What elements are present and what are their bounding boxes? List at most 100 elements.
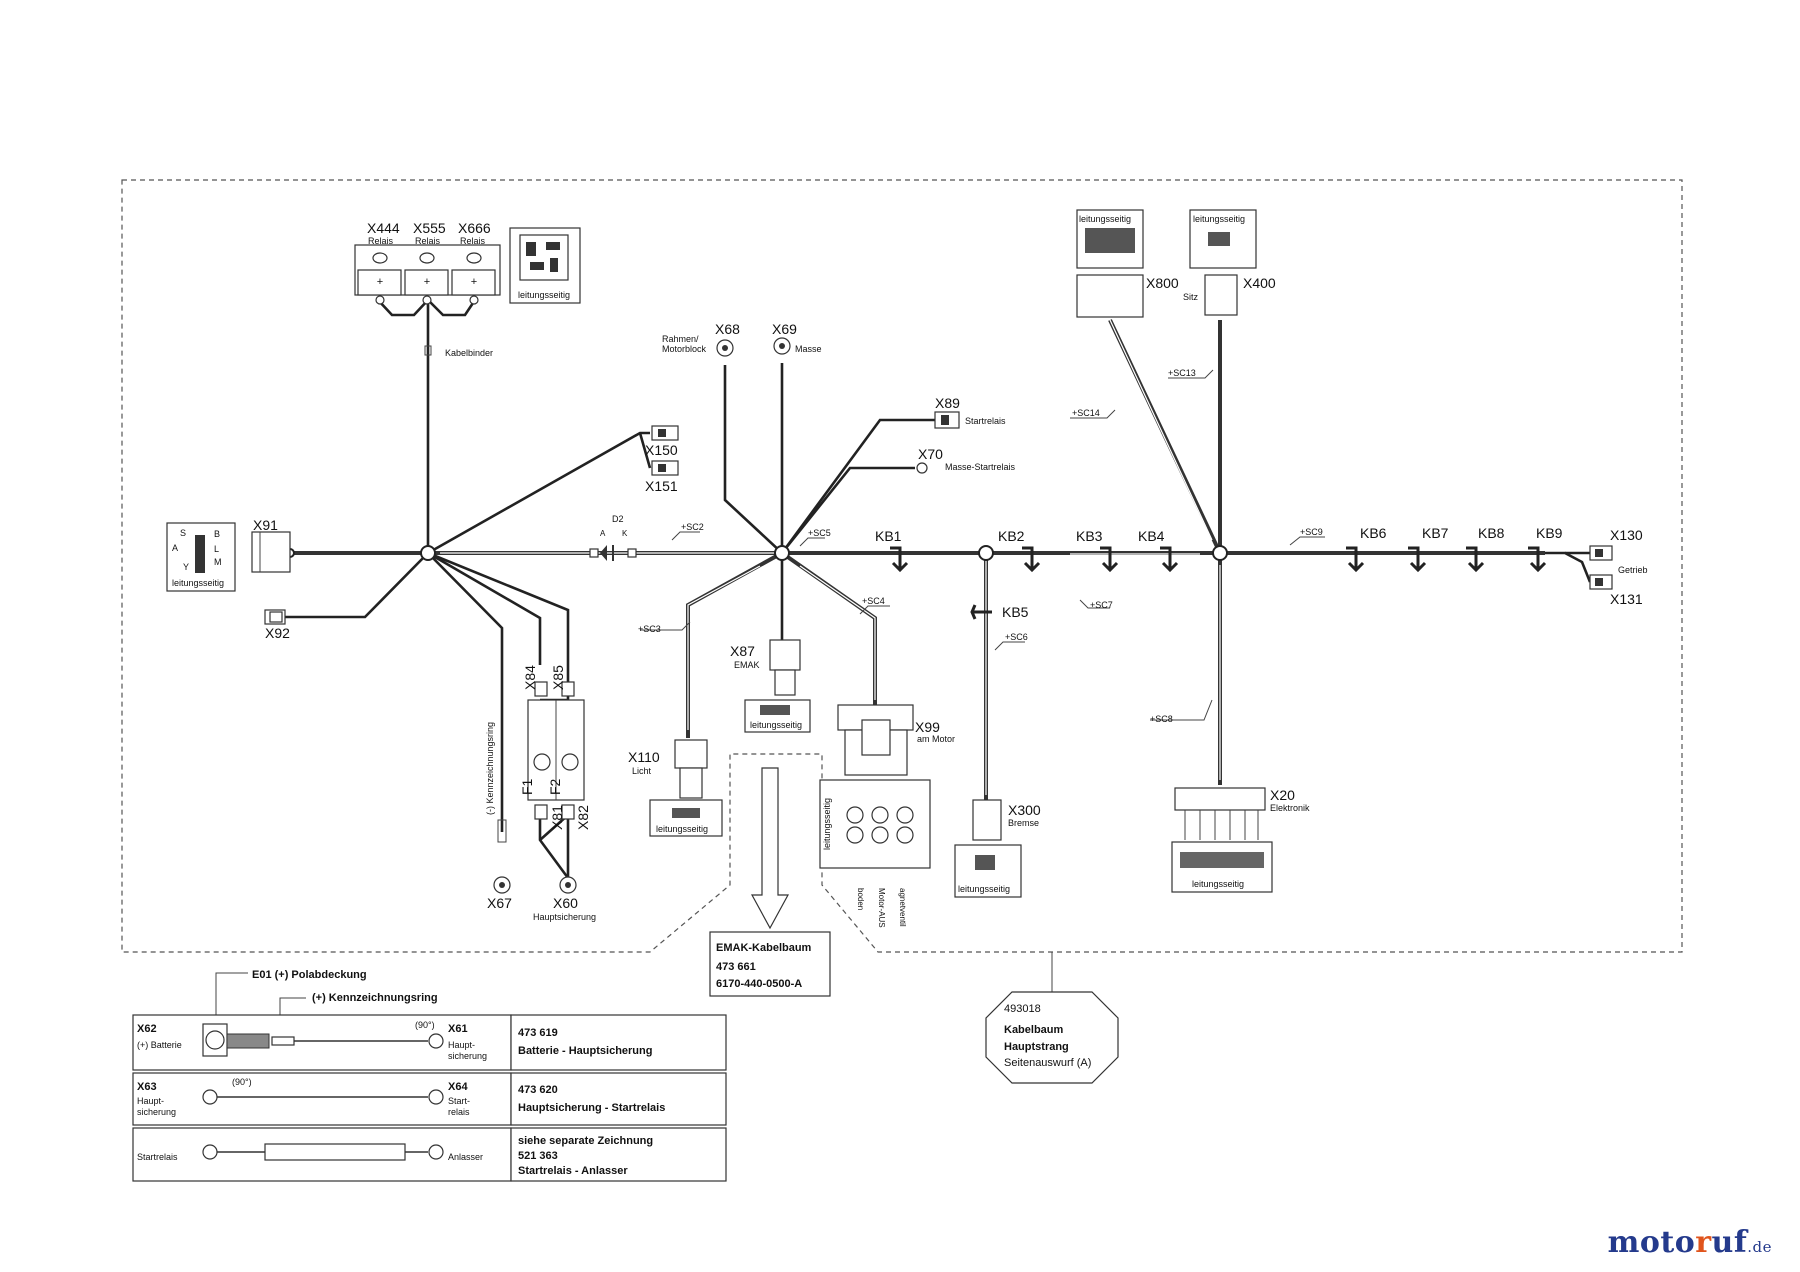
- x300-connector: [954, 799, 1022, 898]
- label-motorblock: Motorblock: [662, 344, 707, 354]
- legend-row2-left-id: X63: [137, 1081, 157, 1093]
- legend-e01: E01 (+) Polabdeckung: [252, 969, 367, 981]
- label-emak: EMAK: [734, 660, 760, 670]
- label-x400-leitungsseitig: leitungsseitig: [1193, 214, 1245, 224]
- label-x150: X150: [645, 442, 678, 458]
- kb-clamps: [890, 546, 1547, 620]
- label-x131: X131: [1610, 591, 1643, 607]
- relais-block: + + +: [354, 244, 501, 305]
- legend-row3-number: siehe separate Zeichnung: [518, 1135, 653, 1147]
- legend-ring: (+) Kennzeichnungsring: [312, 992, 438, 1004]
- label-am-motor: am Motor: [917, 734, 955, 744]
- legend-row2-angle: (90°): [232, 1077, 252, 1087]
- emak-title: EMAK-Kabelbaum: [716, 942, 812, 954]
- label-relais-leitungsseitig: leitungsseitig: [518, 290, 570, 300]
- legend-row3-right-text: Anlasser: [448, 1152, 483, 1162]
- label-d2: D2: [612, 514, 624, 524]
- label-relais-3: Relais: [460, 236, 486, 246]
- label-sc4: +SC4: [862, 596, 885, 606]
- label-licht: Licht: [632, 766, 652, 776]
- legend-row2-right-text-1: Start-: [448, 1096, 470, 1106]
- label-kb6: KB6: [1360, 525, 1387, 541]
- x800-connector: [1076, 209, 1144, 318]
- part-tag-id: 493018: [1004, 1003, 1041, 1015]
- legend-row2-right-text-2: relais: [448, 1107, 470, 1117]
- label-sc5: +SC5: [808, 528, 831, 538]
- legend: E01 (+) Polabdeckung (+) Kennzeichnungsr…: [132, 969, 727, 1182]
- splice-labels: KB1 KB2 KB3 KB4 KB5 KB6 KB7 KB8 KB9: [875, 525, 1563, 620]
- d2-diode: [589, 545, 637, 561]
- logo-part1: moto: [1607, 1225, 1696, 1260]
- kennzeichnungsring-minus: [497, 819, 507, 843]
- label-x99: X99: [915, 719, 940, 735]
- part-tag-line1: Kabelbaum: [1004, 1024, 1064, 1036]
- label-x89: X89: [935, 395, 960, 411]
- label-sc14: +SC14: [1072, 408, 1100, 418]
- label-hauptsicherung: Hauptsicherung: [533, 912, 596, 922]
- label-x555: X555: [413, 220, 446, 236]
- x91-pin-a: A: [172, 543, 178, 553]
- x91-pin-m: M: [214, 557, 222, 567]
- label-sc2: +SC2: [681, 522, 704, 532]
- label-relais-2: Relais: [415, 236, 441, 246]
- label-x68: X68: [715, 321, 740, 337]
- label-sc6: +SC6: [1005, 632, 1028, 642]
- label-getrieb: Getrieb: [1618, 565, 1648, 575]
- svg-text:+: +: [424, 276, 430, 288]
- label-x99-pin-boden: boden: [856, 888, 865, 910]
- legend-row1-desc: Batterie - Hauptsicherung: [518, 1045, 652, 1057]
- label-kennzeichnungsring-minus: (-) Kennzeichnungsring: [485, 722, 495, 815]
- kabelbinder-mark: [424, 345, 432, 356]
- label-startrelais: Startrelais: [965, 416, 1006, 426]
- label-x666: X666: [458, 220, 491, 236]
- label-x60: X60: [553, 895, 578, 911]
- label-sc8: +SC8: [1150, 714, 1173, 724]
- legend-row2-desc: Hauptsicherung - Startrelais: [518, 1102, 665, 1114]
- part-tag: 493018 Kabelbaum Hauptstrang Seitenauswu…: [985, 952, 1119, 1084]
- x91-pin-l: L: [214, 544, 219, 554]
- legend-row2-left-text-1: Haupt-: [137, 1096, 164, 1106]
- label-sc13: +SC13: [1168, 368, 1196, 378]
- label-x99-leitungsseitig: leitungsseitig: [822, 798, 832, 850]
- x91-connector: [166, 522, 291, 592]
- label-kb1: KB1: [875, 528, 902, 544]
- part-tag-line3: Seitenauswurf (A): [1004, 1057, 1091, 1069]
- x91-pin-y: Y: [183, 562, 189, 572]
- label-x87-leitungsseitig: leitungsseitig: [750, 720, 802, 730]
- section-labels: +SC2 +SC3 +SC4 +SC5 +SC6 +SC7 +SC8 +SC9 …: [638, 368, 1325, 724]
- label-x110-leitungsseitig: leitungsseitig: [656, 824, 708, 834]
- label-rahmen: Rahmen/: [662, 334, 699, 344]
- label-sc3: +SC3: [638, 624, 661, 634]
- harness-frame: [121, 179, 1683, 953]
- label-kb9: KB9: [1536, 525, 1563, 541]
- legend-row1-number: 473 619: [518, 1027, 558, 1039]
- label-sc7: +SC7: [1090, 600, 1113, 610]
- legend-row1-right-text-1: Haupt-: [448, 1040, 475, 1050]
- x92-connector: [264, 609, 286, 625]
- label-x67: X67: [487, 895, 512, 911]
- label-x99-pin-motor-aus: Motor-AUS: [877, 888, 886, 928]
- label-masse: Masse: [795, 344, 822, 354]
- label-x91: X91: [253, 517, 278, 533]
- label-kb2: KB2: [998, 528, 1025, 544]
- label-x92: X92: [265, 625, 290, 641]
- label-sc9: +SC9: [1300, 527, 1323, 537]
- label-diode-k: K: [622, 529, 628, 538]
- label-x800: X800: [1146, 275, 1179, 291]
- label-kb4: KB4: [1138, 528, 1165, 544]
- label-x91-leitungsseitig: leitungsseitig: [172, 578, 224, 588]
- label-x99-pin-magnetventil: agnetventil: [898, 888, 907, 927]
- x99-connector: [819, 704, 931, 869]
- label-kb7: KB7: [1422, 525, 1449, 541]
- label-kb5: KB5: [1002, 604, 1029, 620]
- label-x85: X85: [550, 665, 566, 690]
- label-x87: X87: [730, 643, 755, 659]
- motoruf-logo[interactable]: motoruf.de: [1608, 1225, 1772, 1260]
- emak-box: EMAK-Kabelbaum 473 661 6170-440-0500-A: [709, 931, 831, 997]
- label-f1: F1: [519, 778, 535, 795]
- emak-arrow: [750, 767, 790, 930]
- legend-row1-left-id: X62: [137, 1023, 157, 1035]
- legend-row1-angle: (90°): [415, 1020, 435, 1030]
- legend-row3-number2: 521 363: [518, 1150, 558, 1162]
